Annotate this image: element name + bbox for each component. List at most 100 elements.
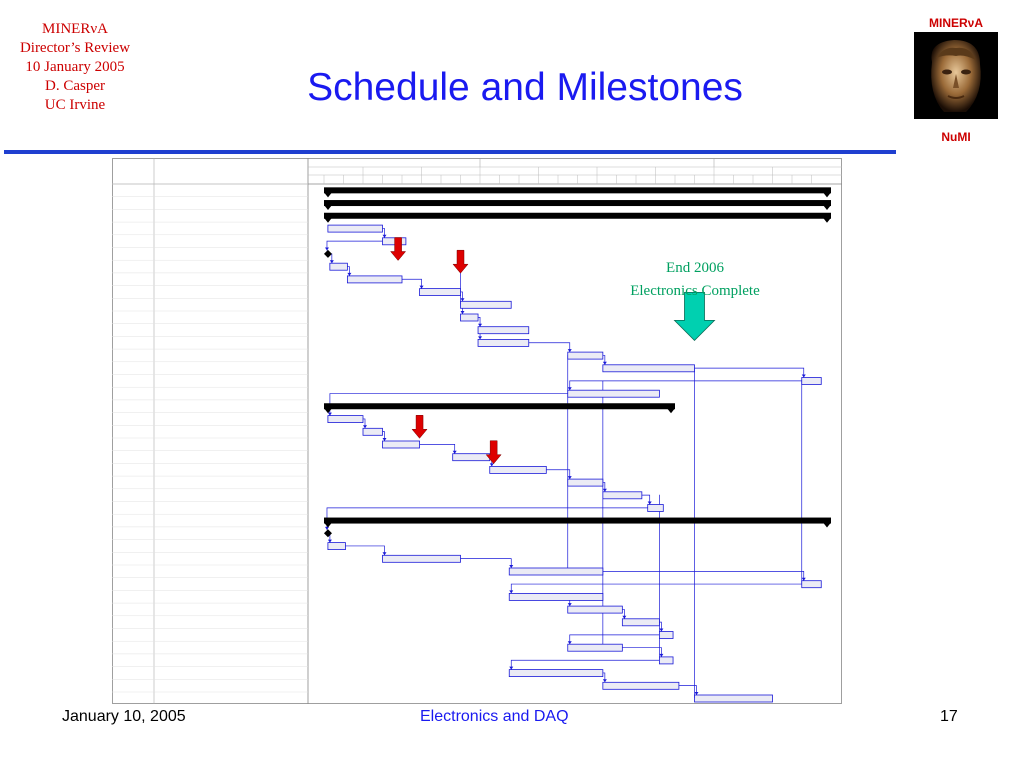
dependency-link (602, 672, 606, 683)
dependency-link (460, 558, 512, 568)
task-bar (346, 275, 403, 284)
gantt-milestone-arrows (390, 237, 716, 465)
summary-bar-start-cap (324, 408, 332, 414)
dependency-arrowhead (602, 488, 607, 492)
milestone-diamond (323, 249, 332, 258)
gantt-grid (112, 158, 842, 704)
task-bar (327, 224, 383, 233)
dependency-link (659, 621, 662, 632)
dependency-link (641, 494, 651, 505)
task-bar (801, 377, 822, 385)
task-bar (567, 478, 604, 487)
dependency-arrowhead (382, 234, 387, 238)
minerva-head-icon (914, 32, 998, 119)
dependency-arrowhead (602, 679, 607, 683)
dependency-link (602, 355, 606, 365)
task-bar (694, 694, 773, 703)
gantt-chart (112, 158, 842, 704)
dependency-arrowhead (509, 565, 514, 568)
task-bar (327, 415, 364, 424)
dependency-arrowhead (659, 653, 664, 657)
summary-bar (324, 200, 831, 207)
task-bar (659, 656, 674, 665)
task-bar (567, 351, 604, 360)
dependency-arrowhead (324, 526, 329, 530)
header-line-project: MINERνA (42, 21, 108, 37)
slide-title: Schedule and Milestones (307, 66, 743, 109)
task-bar (382, 440, 420, 449)
dependency-arrowhead (801, 374, 806, 378)
summary-bar-end-cap (823, 205, 831, 211)
dependency-link (569, 380, 822, 391)
summary-bar (324, 517, 831, 524)
red-milestone-arrow (390, 237, 407, 261)
dependency-arrowhead (363, 425, 367, 429)
dependency-link (402, 278, 422, 289)
task-bar (602, 681, 680, 690)
task-bar (567, 643, 623, 652)
dependency-arrowhead (489, 463, 494, 467)
summary-bar-start-cap (324, 205, 332, 211)
dependency-arrowhead (324, 247, 329, 251)
callout-line-2: Electronics Complete (630, 283, 760, 299)
dependency-link (345, 545, 385, 556)
summary-bar-end-cap (823, 522, 831, 528)
task-bar (362, 427, 383, 436)
red-milestone-arrow (411, 415, 428, 439)
task-bar (327, 542, 346, 551)
electronics-complete-callout: End 2006 Electronics Complete (600, 257, 790, 303)
task-bar (602, 364, 695, 373)
dependency-arrowhead (509, 590, 514, 594)
logo-caption-bottom: NuMI (941, 130, 971, 144)
dependency-link (460, 291, 463, 302)
summary-bar-start-cap (324, 522, 332, 528)
task-bar (382, 237, 407, 246)
task-bar (508, 592, 604, 601)
dependency-link (382, 431, 385, 441)
slide-header-left: MINERνA Director’s Review 10 January 200… (0, 20, 150, 115)
dependency-link (326, 240, 406, 251)
gantt-bars (323, 187, 831, 703)
summary-bar (324, 212, 831, 219)
task-bar (621, 618, 660, 627)
dependency-link (546, 469, 571, 480)
task-bar (647, 504, 664, 512)
dependency-arrowhead (478, 323, 483, 327)
red-milestone-arrow (485, 440, 502, 465)
task-bar (567, 605, 623, 614)
dependency-arrowhead (567, 387, 572, 391)
summary-bar-end-cap (823, 192, 831, 198)
task-bar (602, 491, 643, 500)
dependency-arrowhead (567, 476, 572, 480)
task-bar (508, 567, 604, 576)
page-number: 17 (940, 708, 958, 725)
gantt-timescale (308, 158, 842, 184)
footer-title: Electronics and DAQ (420, 708, 569, 725)
dependency-link (363, 418, 366, 429)
logo-caption-top: MINERνA (928, 16, 983, 30)
task-bar (460, 300, 512, 309)
dependency-link (602, 571, 805, 581)
dependency-link (569, 634, 674, 645)
dependency-link (347, 266, 350, 276)
task-bar (477, 326, 530, 335)
task-bar (567, 389, 660, 398)
dependency-arrowhead (647, 501, 652, 505)
header-line-review: Director’s Review (19, 40, 131, 56)
dependency-arrowhead (382, 552, 387, 556)
dependency-link (622, 609, 625, 619)
dependency-arrowhead (419, 285, 424, 289)
dependency-arrowhead (452, 450, 457, 454)
dependency-arrowhead (622, 615, 627, 619)
dependency-arrowhead (460, 298, 465, 302)
summary-bar-start-cap (324, 217, 332, 223)
dependency-link (382, 228, 385, 238)
dependency-arrowhead (327, 539, 332, 543)
task-bar (419, 288, 461, 297)
dependency-link (678, 685, 697, 695)
dependency-arrowhead (567, 603, 572, 607)
task-bar (801, 580, 822, 589)
summary-bar (324, 403, 675, 410)
title-divider (4, 150, 896, 154)
dependency-arrowhead (567, 641, 572, 645)
